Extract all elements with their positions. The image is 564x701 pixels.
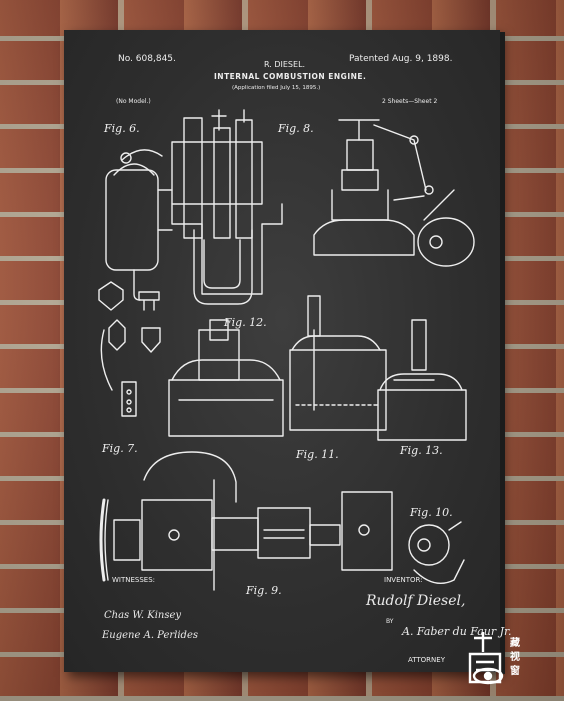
inventor-label: INVENTOR: xyxy=(384,576,423,584)
poster-edge xyxy=(500,32,505,674)
watermark-char-1: 藏 xyxy=(510,638,520,649)
inventor-name-header: R. DIESEL. xyxy=(264,60,306,69)
patent-title: INTERNAL COMBUSTION ENGINE. xyxy=(214,72,367,81)
application-date: (Application filed July 15, 1895.) xyxy=(232,85,321,91)
fig11-drawing xyxy=(289,295,387,431)
fig-label-7: Fig. 7. xyxy=(102,442,138,455)
fig-label-11: Fig. 11. xyxy=(296,448,339,461)
fig-label-13: Fig. 13. xyxy=(400,444,443,457)
patent-drawing xyxy=(98,109,475,591)
fig9-drawing xyxy=(99,451,393,591)
patent-number: No. 608,845. xyxy=(118,54,176,64)
fig8-drawing xyxy=(313,119,475,267)
patented-date: Patented Aug. 9, 1898. xyxy=(349,54,453,64)
watermark-logo xyxy=(468,632,504,685)
fig-label-10: Fig. 10. xyxy=(410,506,453,519)
fig-label-12: Fig. 12. xyxy=(224,316,267,329)
fig7-drawing xyxy=(98,281,161,417)
fig-label-6: Fig. 6. xyxy=(104,122,140,135)
watermark-char-2: 视 xyxy=(510,652,520,663)
fig13-drawing xyxy=(377,319,467,441)
model-note: (No Model.) xyxy=(116,98,151,105)
patent-poster: No. 608,845. R. DIESEL. Patented Aug. 9,… xyxy=(64,30,512,674)
fig12-drawing xyxy=(168,319,284,437)
watermark-char-3: 窗 xyxy=(510,666,520,677)
fig-label-9: Fig. 9. xyxy=(246,584,282,597)
by-label: BY xyxy=(386,618,394,625)
witness-signature-1: Chas W. Kinsey xyxy=(104,610,182,621)
witness-signature-2: Eugene A. Perlides xyxy=(102,630,199,641)
fig10-drawing xyxy=(408,521,465,584)
inventor-signature: Rudolf Diesel, xyxy=(366,593,466,609)
sheet-count: 2 Sheets—Sheet 2 xyxy=(382,98,438,105)
witnesses-label: WITNESSES: xyxy=(112,576,156,584)
attorney-label: ATTORNEY xyxy=(408,656,445,664)
fig-label-8: Fig. 8. xyxy=(278,122,314,135)
fig6-drawing xyxy=(105,109,283,305)
